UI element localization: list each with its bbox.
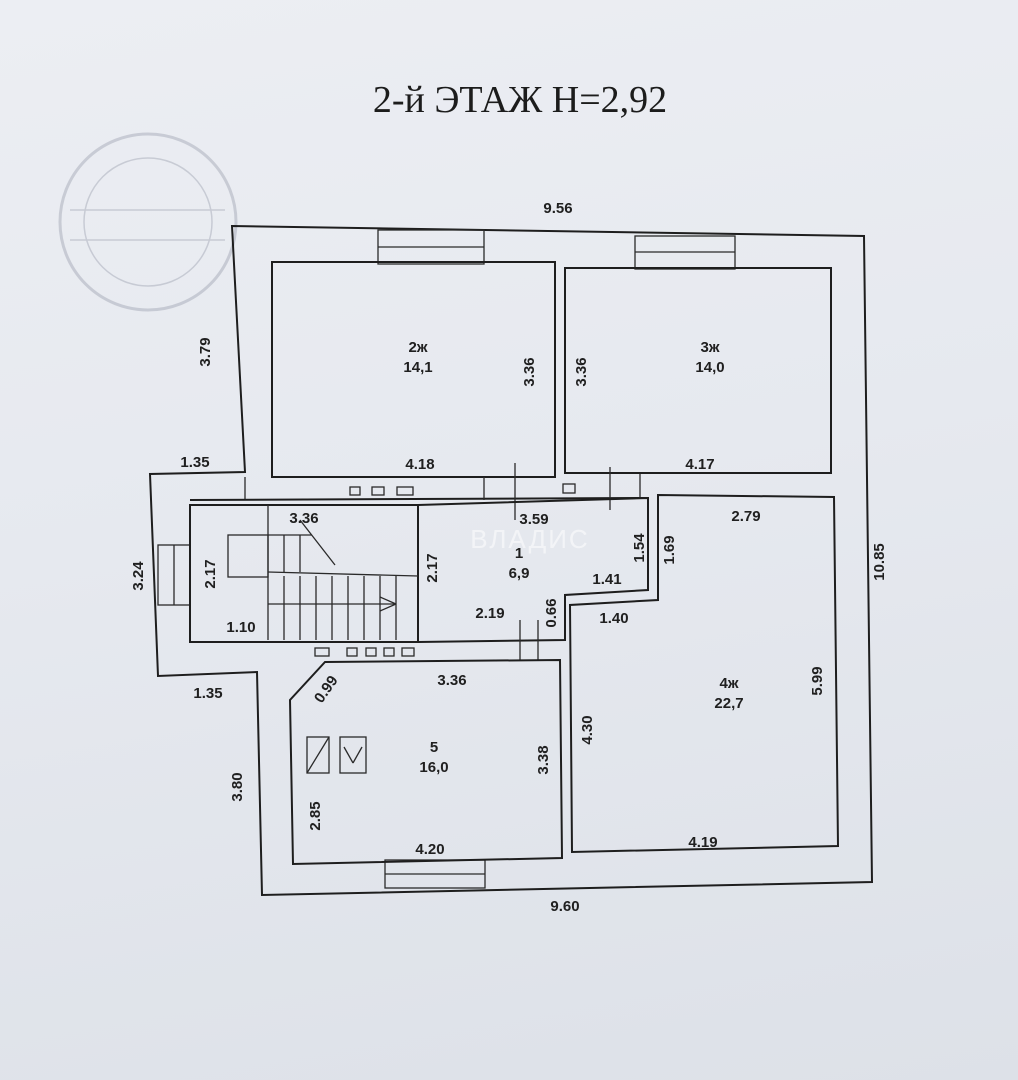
room-4-outline bbox=[568, 493, 840, 854]
dim-stair-top: 3.36 bbox=[289, 510, 318, 527]
hall-outline bbox=[417, 496, 649, 643]
vent-marks-bottom bbox=[314, 647, 415, 657]
dim-room5-corner: 0.99 bbox=[311, 673, 342, 707]
dim-room4-left-top: 1.69 bbox=[661, 535, 678, 564]
dim-stair-side: 2.17 bbox=[202, 559, 219, 588]
room-2-area: 14,1 bbox=[403, 359, 432, 376]
dim-left-lower: 3.80 bbox=[229, 772, 246, 801]
hall-top-wall bbox=[189, 497, 649, 501]
room-1-area: 6,9 bbox=[509, 565, 530, 582]
room-3-number: 3ж bbox=[701, 339, 720, 356]
room-3-area: 14,0 bbox=[695, 359, 724, 376]
room-2-number: 2ж bbox=[409, 339, 428, 356]
dim-hall-niche-bottom: 1.40 bbox=[599, 610, 628, 627]
room-5-number: 5 bbox=[430, 739, 438, 756]
dim-bottom-total: 9.60 bbox=[550, 898, 579, 915]
outer-wall bbox=[148, 224, 874, 897]
watermark: ВЛАДИС bbox=[470, 524, 589, 554]
vent-marks-top bbox=[349, 483, 576, 496]
dim-room5-left: 2.85 bbox=[307, 801, 324, 830]
window-bottom bbox=[384, 859, 486, 889]
room-3-outline bbox=[564, 267, 832, 474]
room-5-area: 16,0 bbox=[419, 759, 448, 776]
room-2-outline bbox=[271, 261, 556, 478]
dim-left-upper: 3.79 bbox=[197, 337, 214, 366]
stove-symbol bbox=[306, 736, 367, 774]
plan-title: 2-й ЭТАЖ Н=2,92 bbox=[373, 79, 667, 121]
staircase bbox=[189, 504, 419, 643]
dim-room2-bottom: 4.18 bbox=[405, 456, 434, 473]
seal-stamp bbox=[58, 132, 238, 312]
dim-hall-top: 3.59 bbox=[519, 511, 548, 528]
window-top-right bbox=[634, 235, 736, 270]
dim-room3-bottom: 4.17 bbox=[685, 456, 714, 473]
dim-room3-left: 3.36 bbox=[573, 357, 590, 386]
dim-top-total: 9.56 bbox=[543, 200, 572, 217]
dim-left-step-bottom: 1.35 bbox=[193, 685, 222, 702]
room-4-area: 22,7 bbox=[714, 695, 743, 712]
dim-hall-step: 0.66 bbox=[543, 598, 560, 627]
room-1-number: 1 bbox=[515, 545, 523, 562]
room-4-number: 4ж bbox=[720, 675, 739, 692]
dim-stair-bottom: 1.10 bbox=[226, 619, 255, 636]
dim-hall-bottom: 2.19 bbox=[475, 605, 504, 622]
dim-left-middle: 3.24 bbox=[130, 561, 147, 591]
dim-hall-niche-width: 1.41 bbox=[592, 571, 621, 588]
dim-room4-top: 2.79 bbox=[731, 508, 760, 525]
dim-room2-right: 3.36 bbox=[521, 357, 538, 386]
window-left bbox=[157, 544, 191, 606]
window-top-left bbox=[377, 229, 485, 265]
dim-room5-bottom: 4.20 bbox=[415, 841, 444, 858]
dim-room5-top: 3.36 bbox=[437, 672, 466, 689]
dim-left-step-top: 1.35 bbox=[180, 454, 209, 471]
dim-room4-right: 5.99 bbox=[809, 666, 826, 695]
dim-room4-left: 4.30 bbox=[579, 715, 596, 744]
dim-hall-right: 1.54 bbox=[631, 533, 648, 563]
dim-room4-bottom: 4.19 bbox=[688, 834, 717, 851]
room-5-outline bbox=[288, 658, 564, 866]
dim-hall-left: 2.17 bbox=[424, 553, 441, 582]
dim-right-total: 10.85 bbox=[871, 543, 888, 581]
dim-room5-right: 3.38 bbox=[535, 745, 552, 774]
